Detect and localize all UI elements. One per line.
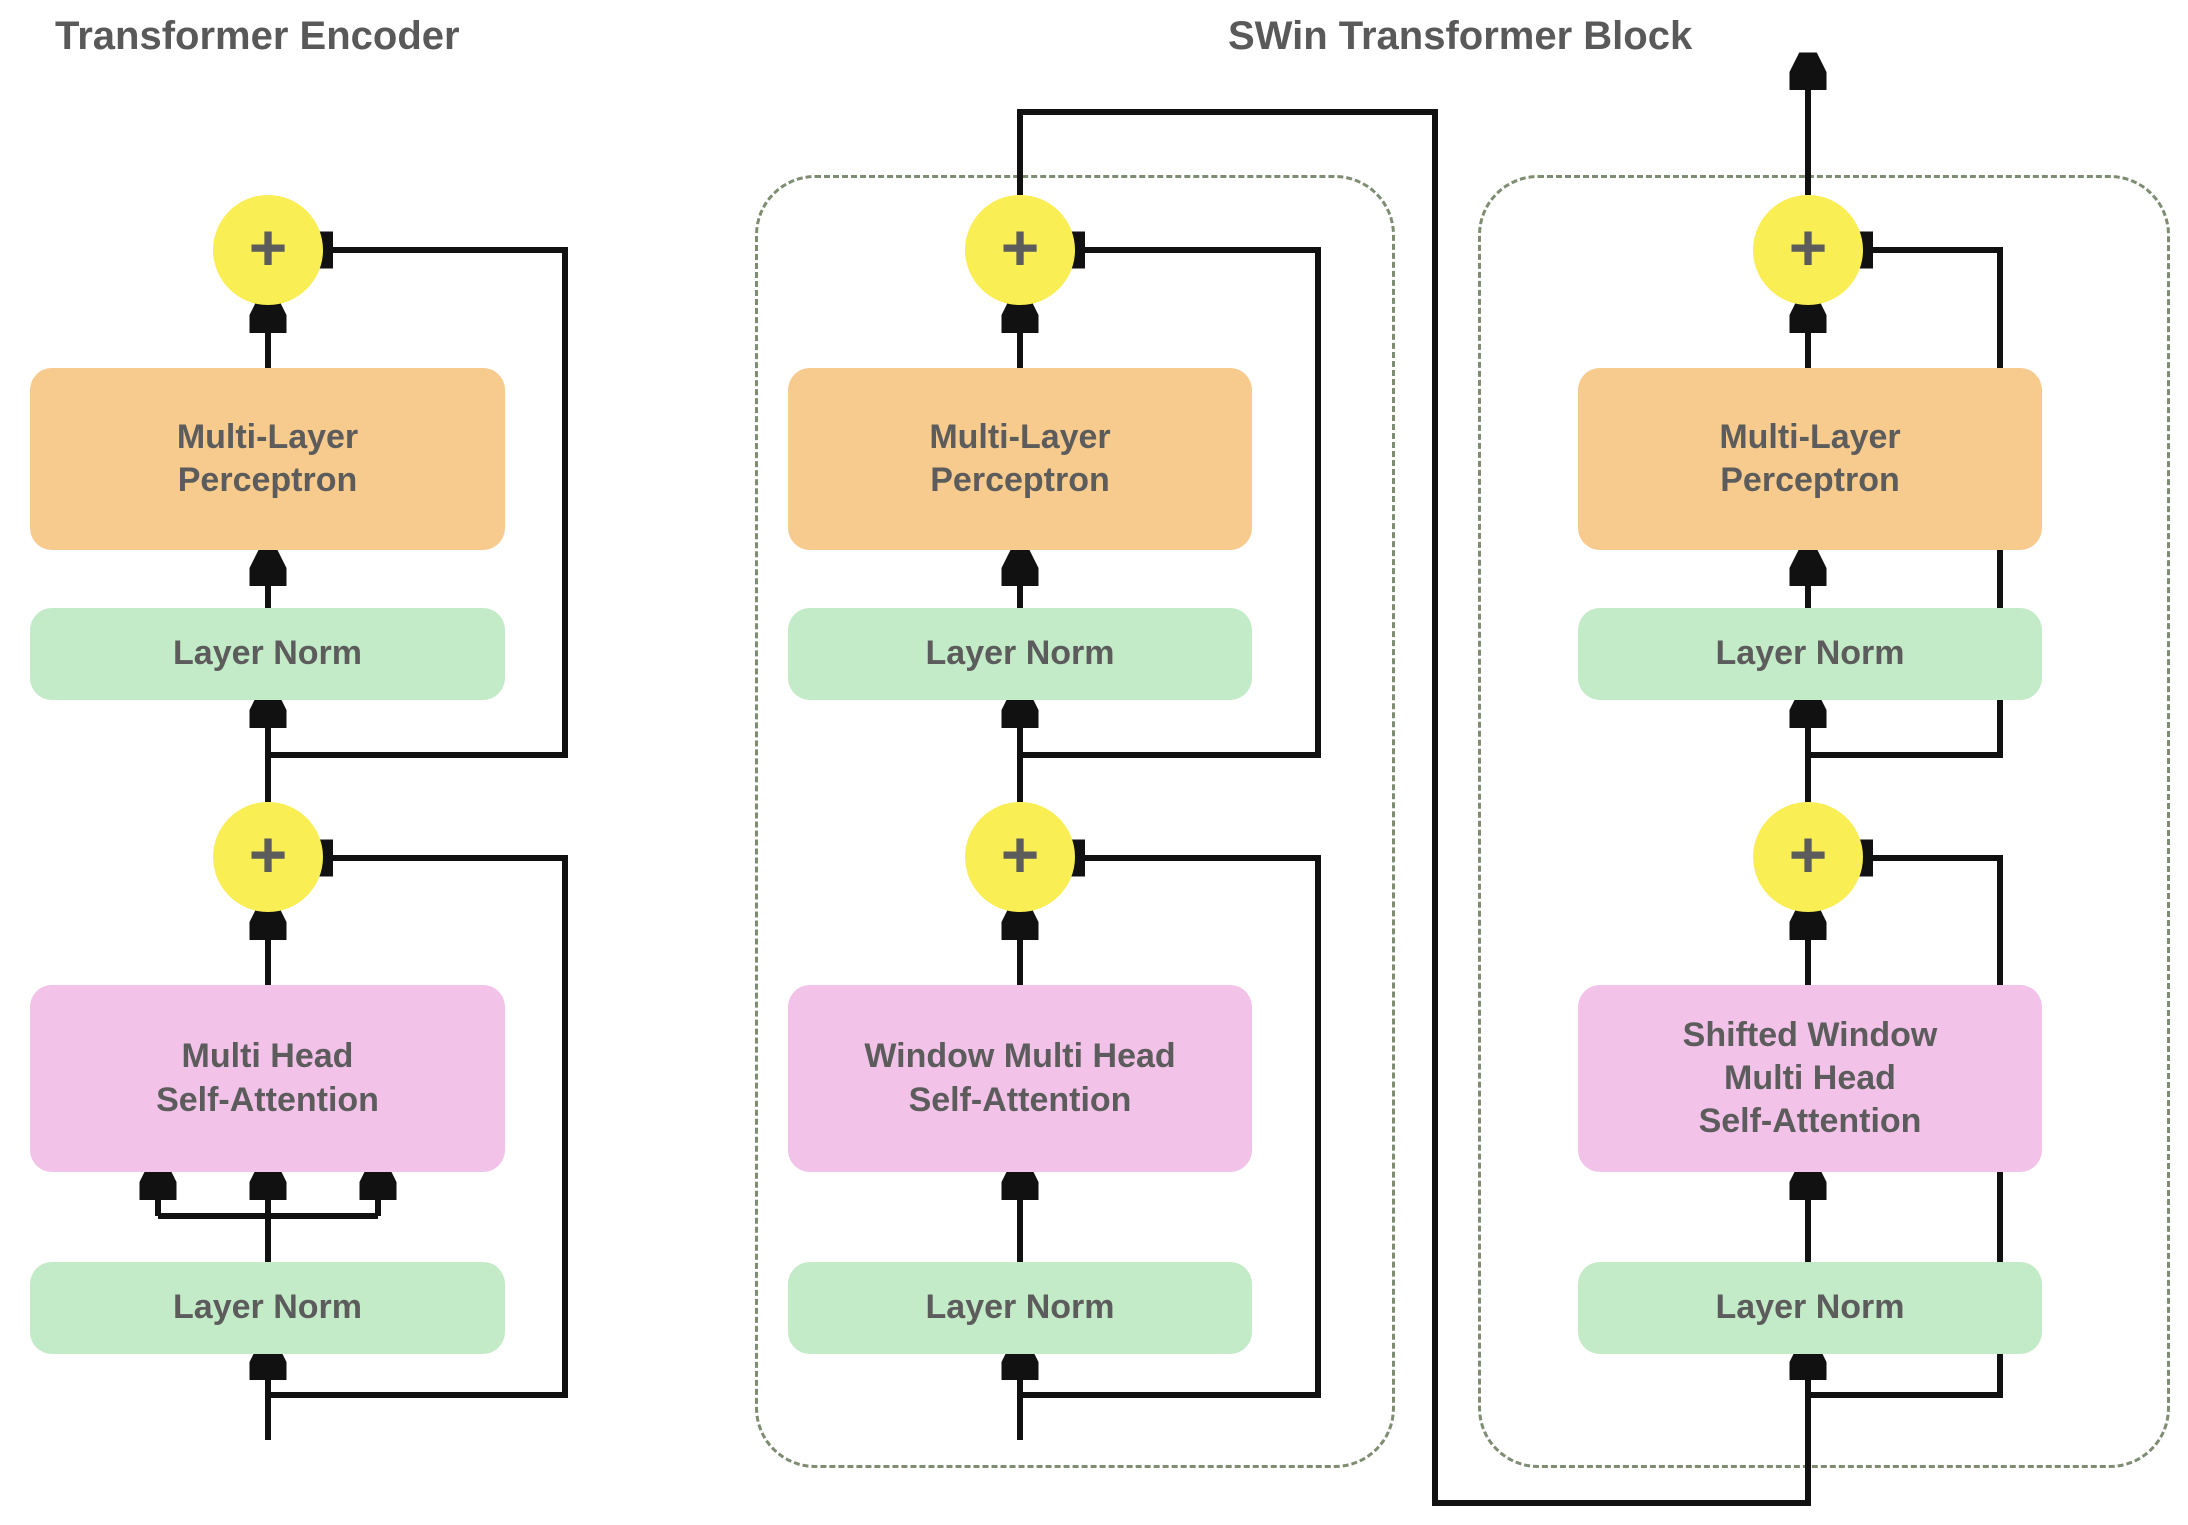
- attention-line-2: Self-Attention: [908, 1080, 1132, 1119]
- wire-encoder-residual-2: [268, 250, 568, 758]
- attention-node-swin2[interactable]: Shifted Window Multi Head Self-Attention: [1578, 985, 2042, 1172]
- mlp-node-swin2[interactable]: Multi-Layer Perceptron: [1578, 368, 2042, 550]
- add-node-swin1-top[interactable]: +: [965, 195, 1075, 305]
- add-node-encoder-bottom[interactable]: +: [213, 802, 323, 912]
- wire-swin1-to-swin2: [1017, 109, 1808, 1506]
- wire-swin1-residual-2: [1020, 250, 1321, 758]
- mlp-line-2: Perceptron: [1720, 461, 1900, 499]
- add-node-swin2-bottom[interactable]: +: [1753, 802, 1863, 912]
- layer-norm-node-swin1-top[interactable]: Layer Norm: [788, 608, 1252, 700]
- layer-norm-node-encoder-bottom[interactable]: Layer Norm: [30, 1262, 505, 1354]
- mlp-line-1: Multi-Layer: [929, 417, 1111, 456]
- layer-norm-node-encoder-top[interactable]: Layer Norm: [30, 608, 505, 700]
- add-node-swin2-top[interactable]: +: [1753, 195, 1863, 305]
- attention-node-swin1[interactable]: Window Multi Head Self-Attention: [788, 985, 1252, 1172]
- layer-norm-node-swin2-top[interactable]: Layer Norm: [1578, 608, 2042, 700]
- mlp-line-1: Multi-Layer: [176, 417, 359, 456]
- wire-encoder-residual-1: [268, 858, 568, 1398]
- layer-norm-label: Layer Norm: [1715, 634, 1905, 673]
- attention-node-encoder[interactable]: Multi Head Self-Attention: [30, 985, 505, 1172]
- mlp-line-2: Perceptron: [177, 461, 358, 499]
- add-node-encoder-top[interactable]: +: [213, 195, 323, 305]
- wire-swin1-residual-1: [1020, 858, 1321, 1398]
- layer-norm-label: Layer Norm: [925, 634, 1115, 673]
- attention-line-1: Shifted Window: [1682, 1015, 1938, 1054]
- mlp-node-swin1[interactable]: Multi-Layer Perceptron: [788, 368, 1252, 550]
- layer-norm-label: Layer Norm: [925, 1288, 1115, 1327]
- layer-norm-label: Layer Norm: [173, 1288, 362, 1327]
- layer-norm-label: Layer Norm: [1715, 1288, 1905, 1327]
- layer-norm-node-swin1-bottom[interactable]: Layer Norm: [788, 1262, 1252, 1354]
- mlp-line-2: Perceptron: [930, 461, 1110, 499]
- attention-line-1: Multi Head: [181, 1037, 354, 1076]
- mlp-line-1: Multi-Layer: [1719, 417, 1901, 456]
- swin-block-2-group-border: [1478, 175, 2170, 1468]
- layer-norm-label: Layer Norm: [173, 634, 362, 673]
- attention-line-1: Window Multi Head: [864, 1037, 1176, 1076]
- add-node-swin1-bottom[interactable]: +: [965, 802, 1075, 912]
- attention-line-2: Self-Attention: [156, 1080, 379, 1119]
- attention-line-2: Multi Head: [1724, 1058, 1896, 1097]
- page-title-swin-transformer-block: SWin Transformer Block: [1228, 14, 1693, 58]
- layer-norm-node-swin2-bottom[interactable]: Layer Norm: [1578, 1262, 2042, 1354]
- attention-line-3: Self-Attention: [1698, 1102, 1922, 1141]
- mlp-node-encoder[interactable]: Multi-Layer Perceptron: [30, 368, 505, 550]
- swin-block-1-group-border: [755, 175, 1395, 1468]
- page-title-transformer-encoder: Transformer Encoder: [55, 14, 460, 58]
